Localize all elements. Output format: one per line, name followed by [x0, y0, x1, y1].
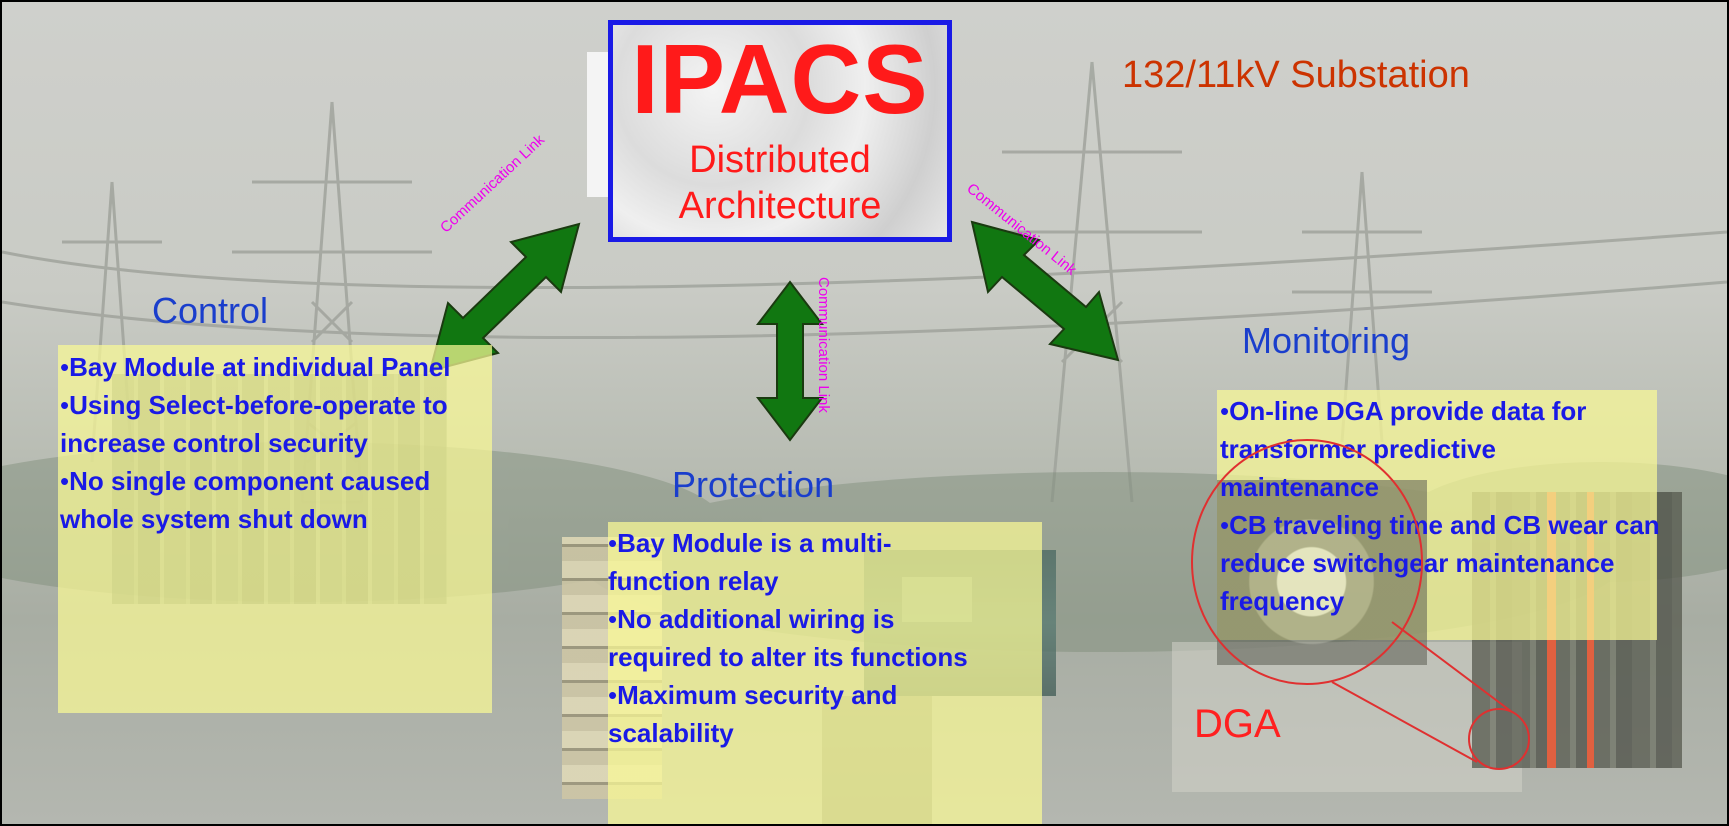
bullet-text: Maximum security and scalability: [608, 680, 898, 748]
bullet-text: No single component caused whole system …: [60, 466, 431, 534]
protection-heading: Protection: [672, 464, 835, 505]
bullet-icon: •: [608, 528, 618, 558]
bullet-text: No additional wiring is required to alte…: [608, 604, 968, 672]
list-item: •No additional wiring is required to alt…: [608, 600, 988, 676]
title-box-tab: [587, 52, 608, 197]
bullet-icon: •: [608, 680, 618, 710]
list-item: •No single component caused whole system…: [60, 462, 490, 538]
bullet-text: On-line DGA provide data for transformer…: [1220, 396, 1587, 502]
list-item: •Bay Module is a multi-function relay: [608, 524, 988, 600]
arrow-center: [755, 280, 825, 442]
bullet-text: Using Select-before-operate to increase …: [60, 390, 448, 458]
arrow-right: [970, 220, 1120, 362]
bullet-icon: •: [608, 604, 618, 634]
bullet-text: Bay Module at individual Panel: [69, 352, 451, 382]
link-label-center: Communication Link: [815, 277, 832, 413]
bullet-icon: •: [60, 466, 70, 496]
bullet-icon: •: [60, 390, 70, 420]
monitoring-bullet-list: •On-line DGA provide data for transforme…: [1220, 392, 1660, 620]
bullet-text: Bay Module is a multi-function relay: [608, 528, 892, 596]
ipacs-title-box: IPACS Distributed Architecture: [608, 20, 952, 242]
list-item: •Using Select-before-operate to increase…: [60, 386, 490, 462]
protection-panel: [608, 522, 1042, 824]
bullet-icon: •: [1220, 396, 1230, 426]
ipacs-title: IPACS: [631, 24, 929, 134]
control-bullet-list: •Bay Module at individual Panel •Using S…: [60, 348, 490, 538]
bullet-text: CB traveling time and CB wear can reduce…: [1220, 510, 1660, 616]
bullet-icon: •: [60, 352, 70, 382]
monitoring-heading: Monitoring: [1242, 320, 1411, 361]
ipacs-subtitle: Distributed Architecture: [678, 139, 882, 227]
dga-label: DGA: [1194, 702, 1281, 746]
control-panel: [58, 345, 492, 713]
substation-label: 132/11kV Substation: [1122, 54, 1470, 96]
protection-bullet-list: •Bay Module is a multi-function relay •N…: [608, 524, 988, 752]
bullet-icon: •: [1220, 510, 1230, 540]
list-item: •CB traveling time and CB wear can reduc…: [1220, 506, 1660, 620]
control-heading: Control: [152, 290, 269, 331]
list-item: •On-line DGA provide data for transforme…: [1220, 392, 1660, 506]
list-item: •Bay Module at individual Panel: [60, 348, 490, 386]
list-item: •Maximum security and scalability: [608, 676, 988, 752]
